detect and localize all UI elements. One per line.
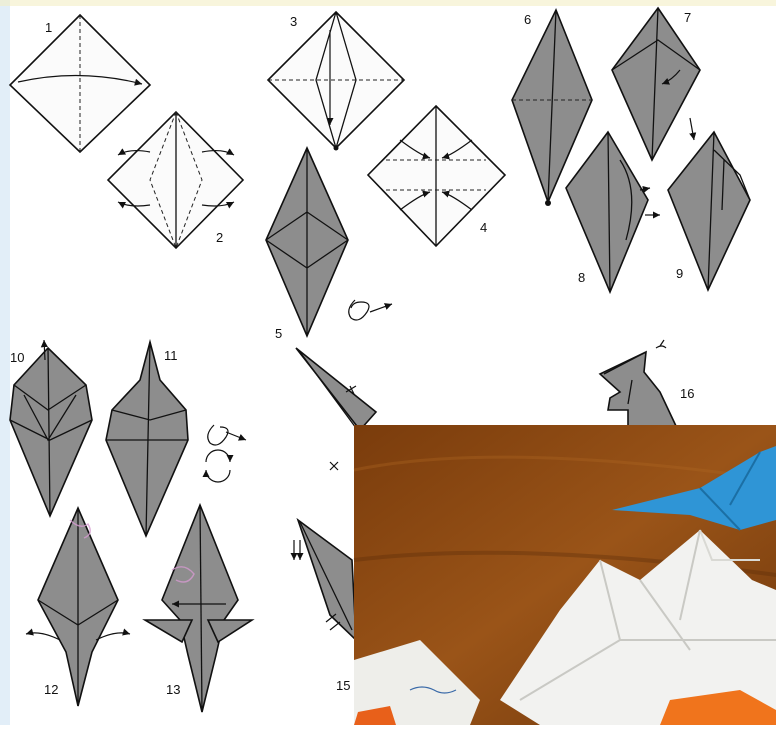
step-number: 12 — [44, 682, 58, 697]
left-tint-strip — [0, 0, 10, 725]
step-number: 9 — [676, 266, 683, 281]
step-number: 3 — [290, 14, 297, 29]
step-number: 13 — [166, 682, 180, 697]
step-number: 2 — [216, 230, 223, 245]
step-number: 16 — [680, 386, 694, 401]
step-number: 10 — [10, 350, 24, 365]
step-number: 5 — [275, 326, 282, 341]
step-number: 4 — [480, 220, 487, 235]
step-number: 1 — [45, 20, 52, 35]
top-tint-strip — [0, 0, 776, 6]
step-number: 8 — [578, 270, 585, 285]
photo-inset — [354, 425, 776, 725]
step-number: 6 — [524, 12, 531, 27]
step-number: 11 — [164, 348, 178, 363]
step-number: 15 — [336, 678, 350, 693]
step-number: 7 — [684, 10, 691, 25]
